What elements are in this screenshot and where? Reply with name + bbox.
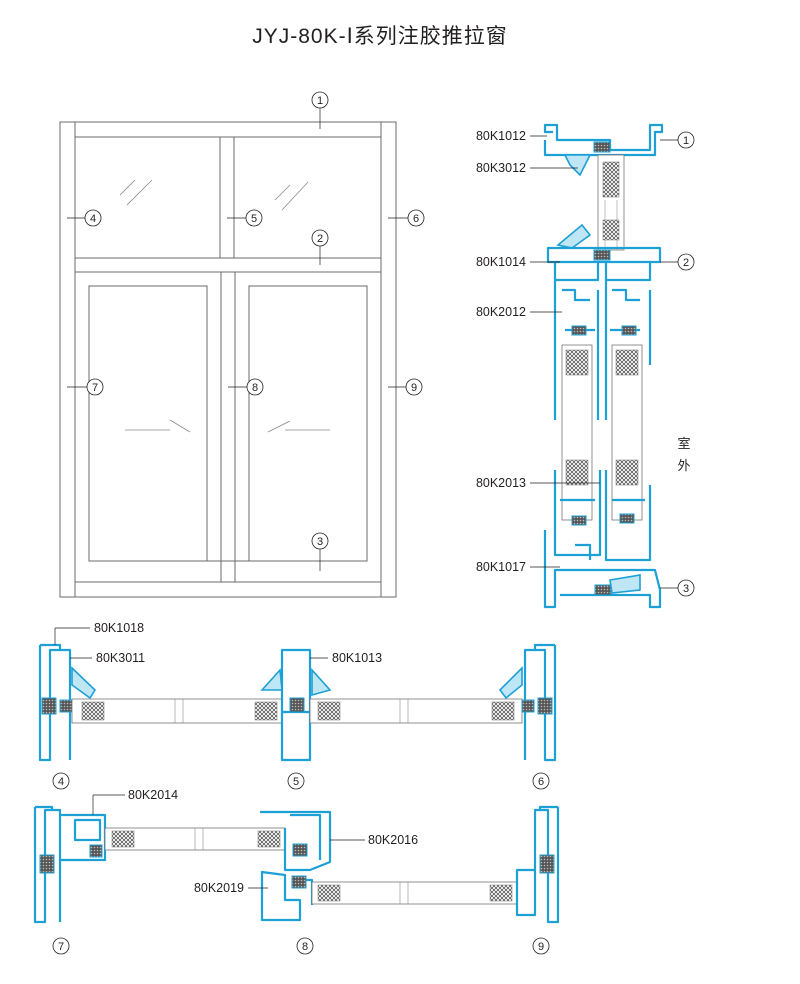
marker-5: 5 bbox=[293, 776, 299, 788]
marker-7: 7 bbox=[58, 941, 64, 953]
page-title: JYJ-80K-Ⅰ系列注胶推拉窗 bbox=[252, 25, 508, 48]
marker-label: 4 bbox=[90, 213, 96, 225]
part-label-80K1014: 80K1014 bbox=[476, 255, 526, 269]
marker-label: 3 bbox=[317, 536, 323, 548]
marker-8: 8 bbox=[302, 941, 308, 953]
part-label-80K2012: 80K2012 bbox=[476, 305, 526, 319]
marker-5 bbox=[245, 209, 263, 227]
marker-3 bbox=[311, 532, 329, 550]
part-label-80K1017: 80K1017 bbox=[476, 560, 526, 574]
part-label-80K2016: 80K2016 bbox=[368, 833, 418, 847]
marker-1: 1 bbox=[683, 135, 689, 147]
part-label-80K1012: 80K1012 bbox=[476, 129, 526, 143]
marker-1 bbox=[311, 91, 329, 109]
outdoor-label: 外 bbox=[677, 459, 690, 474]
marker-6 bbox=[407, 209, 425, 227]
marker-label: 8 bbox=[252, 382, 258, 394]
vertical-section: 80K1012 80K3012 80K1014 80K2012 80K2013 … bbox=[476, 123, 695, 609]
part-label-80K1013: 80K1013 bbox=[332, 651, 382, 665]
marker-9 bbox=[405, 378, 423, 396]
marker-9: 9 bbox=[538, 941, 544, 953]
marker-2: 2 bbox=[683, 257, 689, 269]
marker-8 bbox=[246, 378, 264, 396]
marker-3: 3 bbox=[683, 583, 689, 595]
marker-label: 6 bbox=[413, 213, 419, 225]
marker-6: 6 bbox=[538, 776, 544, 788]
window-elevation: 1 2 3 4 5 6 7 8 9 bbox=[59, 91, 425, 598]
outdoor-label: 室 bbox=[677, 436, 690, 452]
horizontal-section-a: 80K1018 80K3011 80K1013 4 5 6 bbox=[38, 621, 557, 790]
marker-label: 5 bbox=[251, 213, 257, 225]
marker-7 bbox=[86, 378, 104, 396]
marker-4 bbox=[84, 209, 102, 227]
part-label-80K2014: 80K2014 bbox=[128, 788, 178, 802]
marker-label: 9 bbox=[411, 382, 417, 394]
marker-label: 1 bbox=[317, 95, 323, 107]
marker-4: 4 bbox=[58, 776, 64, 788]
part-label-80K1018: 80K1018 bbox=[94, 621, 144, 635]
part-label-80K3012: 80K3012 bbox=[476, 161, 526, 175]
part-label-80K2019: 80K2019 bbox=[194, 881, 244, 895]
part-label-80K2013: 80K2013 bbox=[476, 476, 526, 490]
marker-2 bbox=[311, 229, 329, 247]
horizontal-section-b: 80K2014 80K2016 80K2019 7 8 9 bbox=[33, 788, 560, 955]
marker-label: 2 bbox=[317, 233, 323, 245]
marker-label: 7 bbox=[92, 382, 98, 394]
part-label-80K3011: 80K3011 bbox=[96, 651, 145, 665]
